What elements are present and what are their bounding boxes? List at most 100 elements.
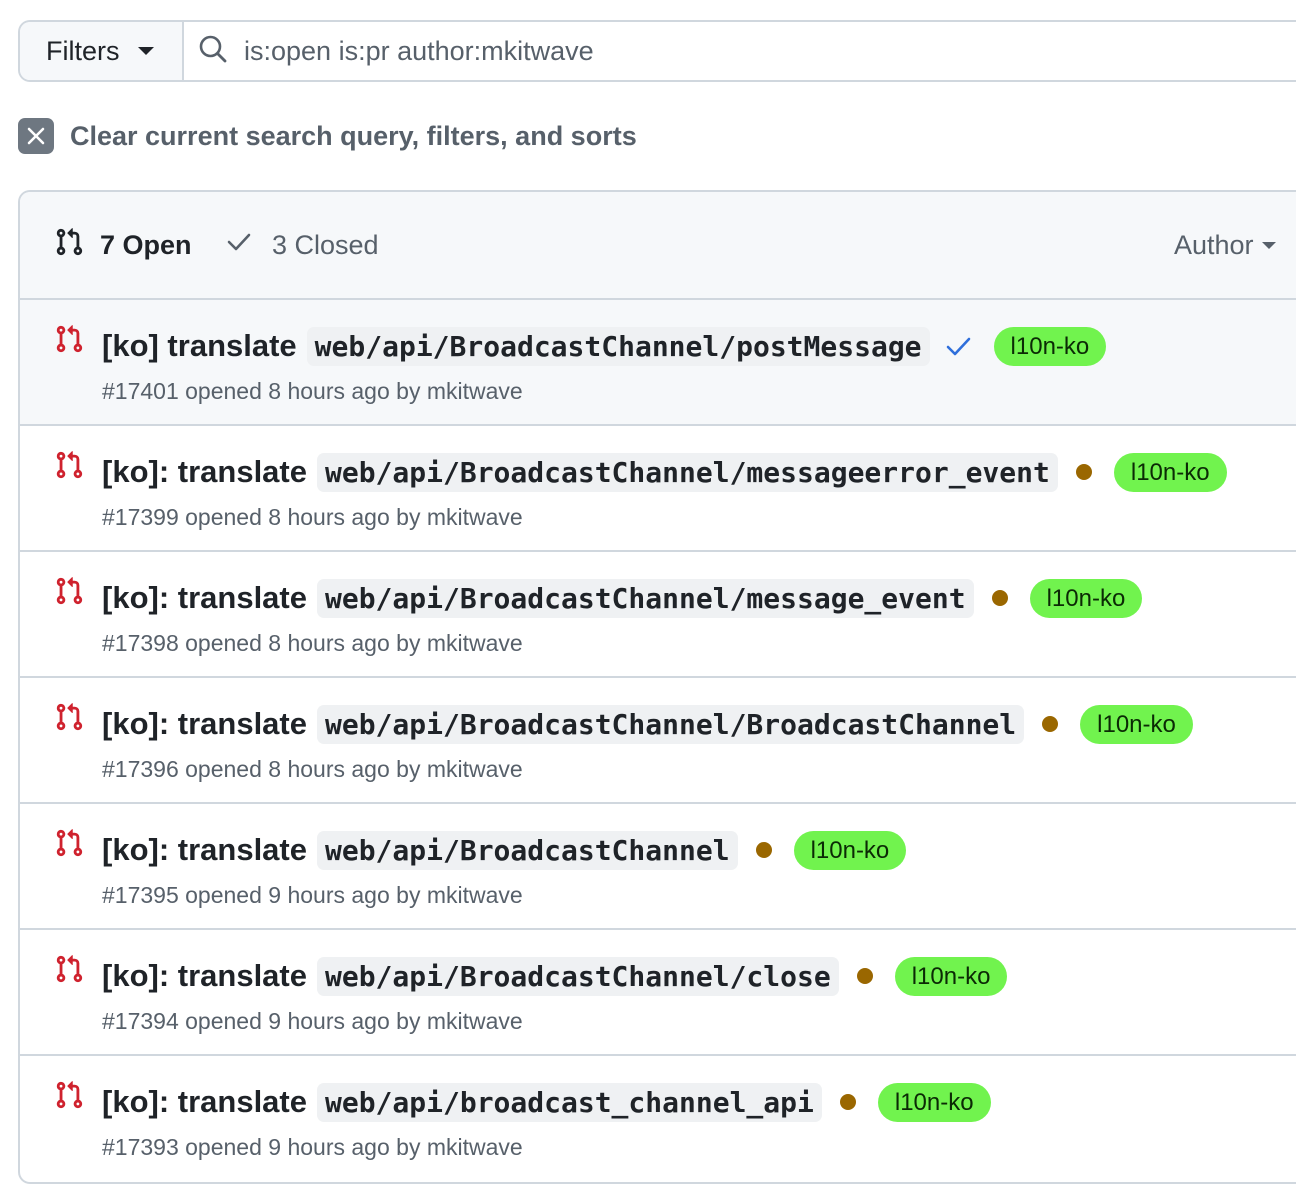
pull-request-title-line: [ko] translateweb/api/BroadcastChannel/p… (102, 324, 1106, 368)
pull-request-meta: #17394 opened 9 hours ago by mkitwave (102, 1008, 523, 1035)
pull-request-row[interactable]: [ko]: translate web/api/BroadcastChannel/… (20, 552, 1296, 678)
pull-request-number: #17394 (102, 1008, 179, 1034)
pull-request-title-code: web/api/BroadcastChannel/postMessage (307, 327, 930, 366)
pull-request-meta: #17399 opened 8 hours ago by mkitwave (102, 504, 523, 531)
opened-time: opened 9 hours ago by (185, 1134, 420, 1160)
pending-status-dot[interactable] (756, 842, 772, 858)
pull-request-row[interactable]: [ko]: translateweb/api/BroadcastChannel/… (20, 426, 1296, 552)
label-badge[interactable]: l10n-ko (794, 831, 907, 870)
author-link[interactable]: mkitwave (427, 1008, 523, 1034)
pull-request-meta: #17396 opened 8 hours ago by mkitwave (102, 756, 523, 783)
pull-request-title-link[interactable]: [ko] translateweb/api/BroadcastChannel/p… (102, 327, 930, 366)
open-pull-request-icon (54, 576, 84, 611)
pull-request-title-line: [ko]: translate web/api/broadcast_channel… (102, 1080, 991, 1124)
label-badge[interactable]: l10n-ko (878, 1083, 991, 1122)
pull-request-meta: #17401 opened 8 hours ago by mkitwave (102, 378, 523, 405)
pull-request-title: [ko]: translate (102, 580, 307, 616)
author-filter-dropdown[interactable]: Author (1174, 230, 1276, 261)
label-badge[interactable]: l10n-ko (994, 327, 1107, 366)
label-badge[interactable]: l10n-ko (1114, 453, 1227, 492)
pull-request-title: [ko]: translate (102, 1084, 307, 1120)
pending-status-dot[interactable] (857, 968, 873, 984)
pull-request-meta: #17398 opened 8 hours ago by mkitwave (102, 630, 523, 657)
search-box (184, 22, 1296, 80)
pending-status-dot[interactable] (1076, 464, 1092, 480)
pull-request-title-code: web/api/broadcast_channel_api (317, 1083, 822, 1122)
pull-request-title-link[interactable]: [ko]: translate web/api/BroadcastChannel/… (102, 579, 974, 618)
pull-request-row[interactable]: [ko]: translate web/api/broadcast_channel… (20, 1056, 1296, 1182)
pull-request-row[interactable]: [ko]: translate web/api/BroadcastChannel l… (20, 804, 1296, 930)
open-filter-tab[interactable]: 7 Open (54, 227, 192, 264)
pull-request-number: #17398 (102, 630, 179, 656)
pull-request-title: [ko]: translate (102, 706, 307, 742)
pull-request-title-code: web/api/BroadcastChannel/close (317, 957, 839, 996)
author-link[interactable]: mkitwave (427, 756, 523, 782)
close-icon (18, 118, 54, 154)
pull-request-meta: #17395 opened 9 hours ago by mkitwave (102, 882, 523, 909)
open-pull-request-icon (54, 324, 84, 359)
author-link[interactable]: mkitwave (427, 378, 523, 404)
pull-request-title-link[interactable]: [ko]: translate web/api/BroadcastChannel/… (102, 957, 839, 996)
opened-time: opened 9 hours ago by (185, 882, 420, 908)
list-header: 7 Open 3 Closed Author (20, 192, 1296, 300)
pull-request-title-code: web/api/BroadcastChannel (317, 831, 738, 870)
pull-request-title: [ko]: translate (102, 958, 307, 994)
filter-bar: Filters (18, 20, 1296, 82)
search-input[interactable] (244, 36, 1296, 67)
pending-status-dot[interactable] (1042, 716, 1058, 732)
clear-filters-label: Clear current search query, filters, and… (70, 121, 637, 152)
pull-request-title-line: [ko]: translate web/api/BroadcastChannel l… (102, 828, 906, 872)
pull-request-title-link[interactable]: [ko]: translateweb/api/BroadcastChannel/… (102, 453, 1058, 492)
author-link[interactable]: mkitwave (427, 504, 523, 530)
pull-request-list: 7 Open 3 Closed Author [ko] translateweb… (18, 190, 1296, 1184)
filters-dropdown-button[interactable]: Filters (20, 22, 184, 80)
author-filter-label: Author (1174, 230, 1254, 261)
filters-label: Filters (46, 36, 120, 67)
caret-down-icon (138, 47, 154, 55)
pull-request-title-link[interactable]: [ko]: translate web/api/BroadcastChannel/… (102, 705, 1024, 744)
pull-request-row[interactable]: [ko]: translate web/api/BroadcastChannel/… (20, 678, 1296, 804)
pull-request-title-line: [ko]: translate web/api/BroadcastChannel/… (102, 576, 1142, 620)
open-pull-request-icon (54, 702, 84, 737)
label-badge[interactable]: l10n-ko (895, 957, 1008, 996)
pending-status-dot[interactable] (840, 1094, 856, 1110)
pull-request-title-link[interactable]: [ko]: translate web/api/broadcast_channel… (102, 1083, 822, 1122)
label-badge[interactable]: l10n-ko (1080, 705, 1193, 744)
pull-request-title-line: [ko]: translate web/api/BroadcastChannel/… (102, 954, 1007, 998)
closed-count-label: 3 Closed (272, 230, 379, 261)
pull-request-title-line: [ko]: translate web/api/BroadcastChannel/… (102, 702, 1193, 746)
opened-time: opened 8 hours ago by (185, 630, 420, 656)
check-icon[interactable] (944, 332, 972, 360)
author-link[interactable]: mkitwave (427, 882, 523, 908)
pull-request-title: [ko]: translate (102, 832, 307, 868)
pull-request-title: [ko]: translate (102, 454, 307, 490)
pull-request-row[interactable]: [ko]: translate web/api/BroadcastChannel/… (20, 930, 1296, 1056)
opened-time: opened 9 hours ago by (185, 1008, 420, 1034)
author-link[interactable]: mkitwave (427, 1134, 523, 1160)
check-icon (226, 229, 252, 262)
label-badge[interactable]: l10n-ko (1030, 579, 1143, 618)
opened-time: opened 8 hours ago by (185, 504, 420, 530)
author-link[interactable]: mkitwave (427, 630, 523, 656)
search-icon (198, 34, 228, 69)
pull-request-title-code: web/api/BroadcastChannel/BroadcastChanne… (317, 705, 1024, 744)
pull-request-rows: [ko] translateweb/api/BroadcastChannel/p… (20, 300, 1296, 1182)
pull-request-number: #17395 (102, 882, 179, 908)
clear-filters-link[interactable]: Clear current search query, filters, and… (18, 118, 637, 154)
caret-down-icon (1262, 242, 1276, 249)
pull-request-title-line: [ko]: translateweb/api/BroadcastChannel/… (102, 450, 1227, 494)
opened-time: opened 8 hours ago by (185, 756, 420, 782)
pull-request-number: #17401 (102, 378, 179, 404)
opened-time: opened 8 hours ago by (185, 378, 420, 404)
pull-request-meta: #17393 opened 9 hours ago by mkitwave (102, 1134, 523, 1161)
pull-request-row[interactable]: [ko] translateweb/api/BroadcastChannel/p… (20, 300, 1296, 426)
pull-request-icon (54, 227, 84, 264)
pull-request-title-link[interactable]: [ko]: translate web/api/BroadcastChannel (102, 831, 738, 870)
closed-filter-tab[interactable]: 3 Closed (226, 229, 379, 262)
pull-request-title-code: web/api/BroadcastChannel/message_event (317, 579, 974, 618)
pull-request-number: #17399 (102, 504, 179, 530)
open-pull-request-icon (54, 450, 84, 485)
open-pull-request-icon (54, 954, 84, 989)
pending-status-dot[interactable] (992, 590, 1008, 606)
open-pull-request-icon (54, 828, 84, 863)
